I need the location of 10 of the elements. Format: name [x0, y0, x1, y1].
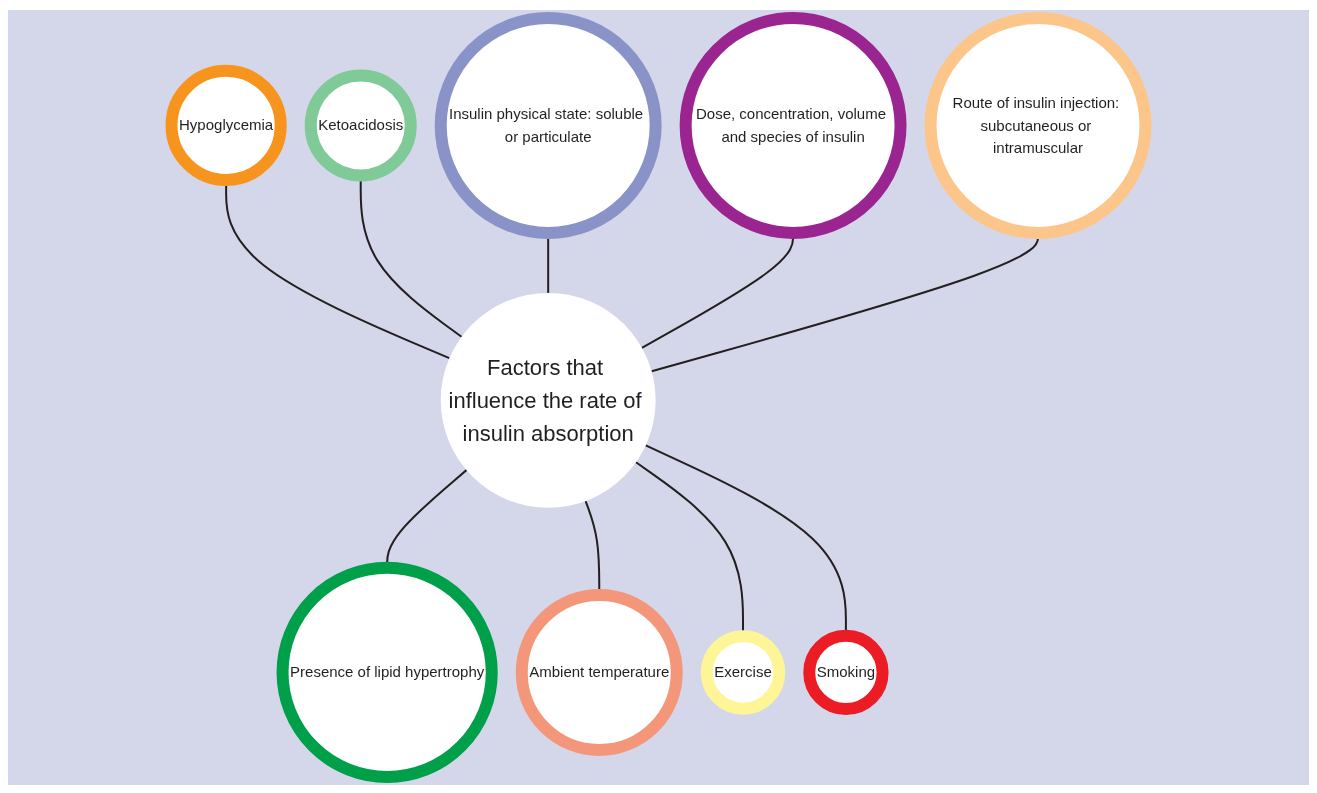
node-circle: Insulin physical state: soluble or particulate [434, 12, 662, 239]
node-circle: Ketoacidosis [304, 69, 417, 182]
node-circle: Presence of lipid hypertrophy [276, 561, 498, 783]
node-circle: Smoking [803, 629, 889, 716]
node-circle: Exercise [700, 630, 786, 715]
node-circle: Factors that influence the rate of insulin absorption [440, 292, 656, 508]
node-circle: Ambient temperature [515, 588, 683, 756]
node-circle: Dose, concentration, volume and species of insulin [679, 12, 907, 239]
node-circle: Route of insulin injection: subcutaneous or intramuscular [924, 12, 1152, 239]
node-circle: Hypoglycemia [165, 64, 287, 187]
